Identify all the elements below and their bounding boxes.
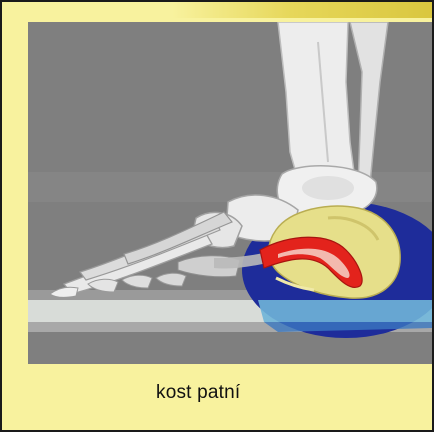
foot-skeleton-illustration: [28, 22, 434, 364]
image-caption: kost patní: [2, 382, 434, 404]
corner-glow: [172, 0, 434, 18]
heel-bone-illustration-icon: [28, 22, 434, 364]
